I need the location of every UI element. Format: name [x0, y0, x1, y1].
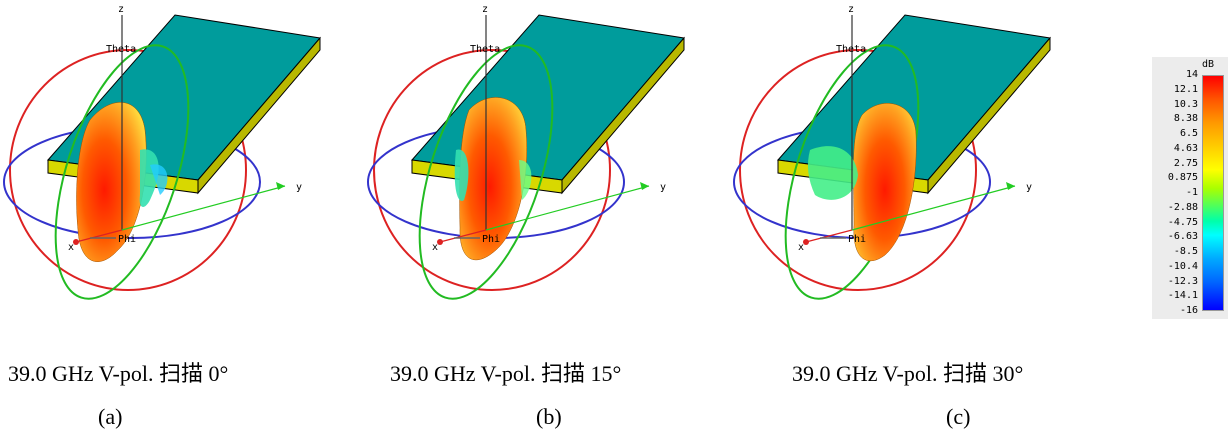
phi-label: Phi	[118, 234, 136, 245]
y-arrow-icon	[276, 182, 285, 190]
phi-label: Phi	[848, 234, 866, 245]
color-legend: dB 14 12.1 10.3 8.38 6.5 4.63 2.75 0.875 -1 -2.88…	[1152, 57, 1228, 319]
sublabel-c: (c)	[946, 404, 971, 429]
x-dot-icon	[803, 239, 809, 245]
legend-tick: 4.63	[1173, 142, 1198, 154]
legend-tick: -14.1	[1167, 290, 1198, 302]
y-axis-label: y	[1026, 182, 1032, 193]
legend-unit: dB	[1202, 59, 1215, 70]
side-lobe	[139, 149, 159, 207]
x-axis-label: x	[798, 242, 804, 253]
side-lobe	[454, 149, 469, 201]
legend-tick: -2.88	[1167, 201, 1198, 213]
legend-tick: 2.75	[1173, 157, 1198, 169]
pattern-panel-b: z y x Theta Phi	[364, 0, 724, 300]
side-lobe-2	[150, 164, 168, 195]
y-axis	[121, 185, 286, 231]
ring-green	[54, 44, 190, 300]
phi-label: Phi	[482, 234, 500, 245]
legend-ticks: 14 12.1 10.3 8.38 6.5 4.63 2.75 0.875 -1 -2.88 -4.…	[1152, 69, 1198, 317]
z-axis-label: z	[118, 4, 124, 15]
caption-b: 39.0 GHz V-pol. 扫描 15°	[390, 361, 622, 386]
x-axis	[439, 229, 487, 243]
ring-red	[739, 49, 977, 291]
legend-tick: -8.5	[1173, 246, 1198, 257]
board-edge-side	[197, 36, 321, 195]
y-axis	[485, 185, 650, 231]
y-arrow-icon	[1006, 182, 1015, 190]
side-lobe	[807, 146, 858, 200]
sublabel-a: (a)	[98, 404, 123, 429]
x-axis-label: x	[432, 242, 438, 253]
sublabel-b: (b)	[536, 404, 562, 429]
legend-tick: 0.875	[1167, 172, 1198, 184]
ring-red	[9, 49, 247, 291]
y-axis	[851, 185, 1016, 231]
caption-a: 39.0 GHz V-pol. 扫描 0°	[8, 361, 229, 386]
radiation-pattern-b: z y x Theta Phi	[367, 4, 685, 300]
legend-tick: 8.38	[1173, 113, 1198, 125]
board-edge-side	[927, 36, 1051, 195]
legend-tick: 10.3	[1173, 98, 1198, 110]
legend-tick: 12.1	[1173, 83, 1198, 95]
ring-green	[418, 44, 554, 300]
ring-red	[373, 49, 611, 291]
legend-tick: -4.75	[1167, 216, 1198, 228]
legend-tick: -12.3	[1167, 275, 1198, 287]
legend-colorbar	[1202, 75, 1224, 311]
x-axis	[75, 229, 123, 243]
legend-tick: -1	[1185, 187, 1198, 198]
radiation-pattern-a: z y x Theta Phi	[3, 4, 321, 300]
x-dot-icon	[437, 239, 443, 245]
x-axis	[805, 229, 853, 243]
x-dot-icon	[73, 239, 79, 245]
x-axis-label: x	[68, 242, 74, 253]
legend-tick: -10.4	[1167, 260, 1198, 272]
y-arrow-icon	[640, 182, 649, 190]
caption-c: 39.0 GHz V-pol. 扫描 30°	[792, 361, 1024, 386]
theta-label: Theta	[836, 44, 866, 55]
legend-tick: -6.63	[1167, 231, 1198, 243]
y-axis-label: y	[660, 182, 666, 193]
main-lobe	[76, 102, 147, 262]
pattern-panel-c: z y x Theta Phi	[730, 0, 1090, 300]
z-axis-label: z	[482, 4, 488, 15]
legend-tick: 14	[1185, 69, 1198, 80]
y-axis-label: y	[296, 182, 302, 193]
side-lobe-2	[519, 160, 532, 200]
legend-tick: 6.5	[1179, 128, 1198, 139]
board-edge-side	[561, 36, 685, 195]
theta-label: Theta	[470, 44, 500, 55]
legend-tick: -16	[1179, 305, 1198, 316]
pattern-panel-a: z y x Theta Phi	[0, 0, 360, 300]
theta-label: Theta	[106, 44, 136, 55]
z-axis-label: z	[848, 4, 854, 15]
radiation-pattern-c: z y x Theta Phi	[733, 4, 1051, 300]
